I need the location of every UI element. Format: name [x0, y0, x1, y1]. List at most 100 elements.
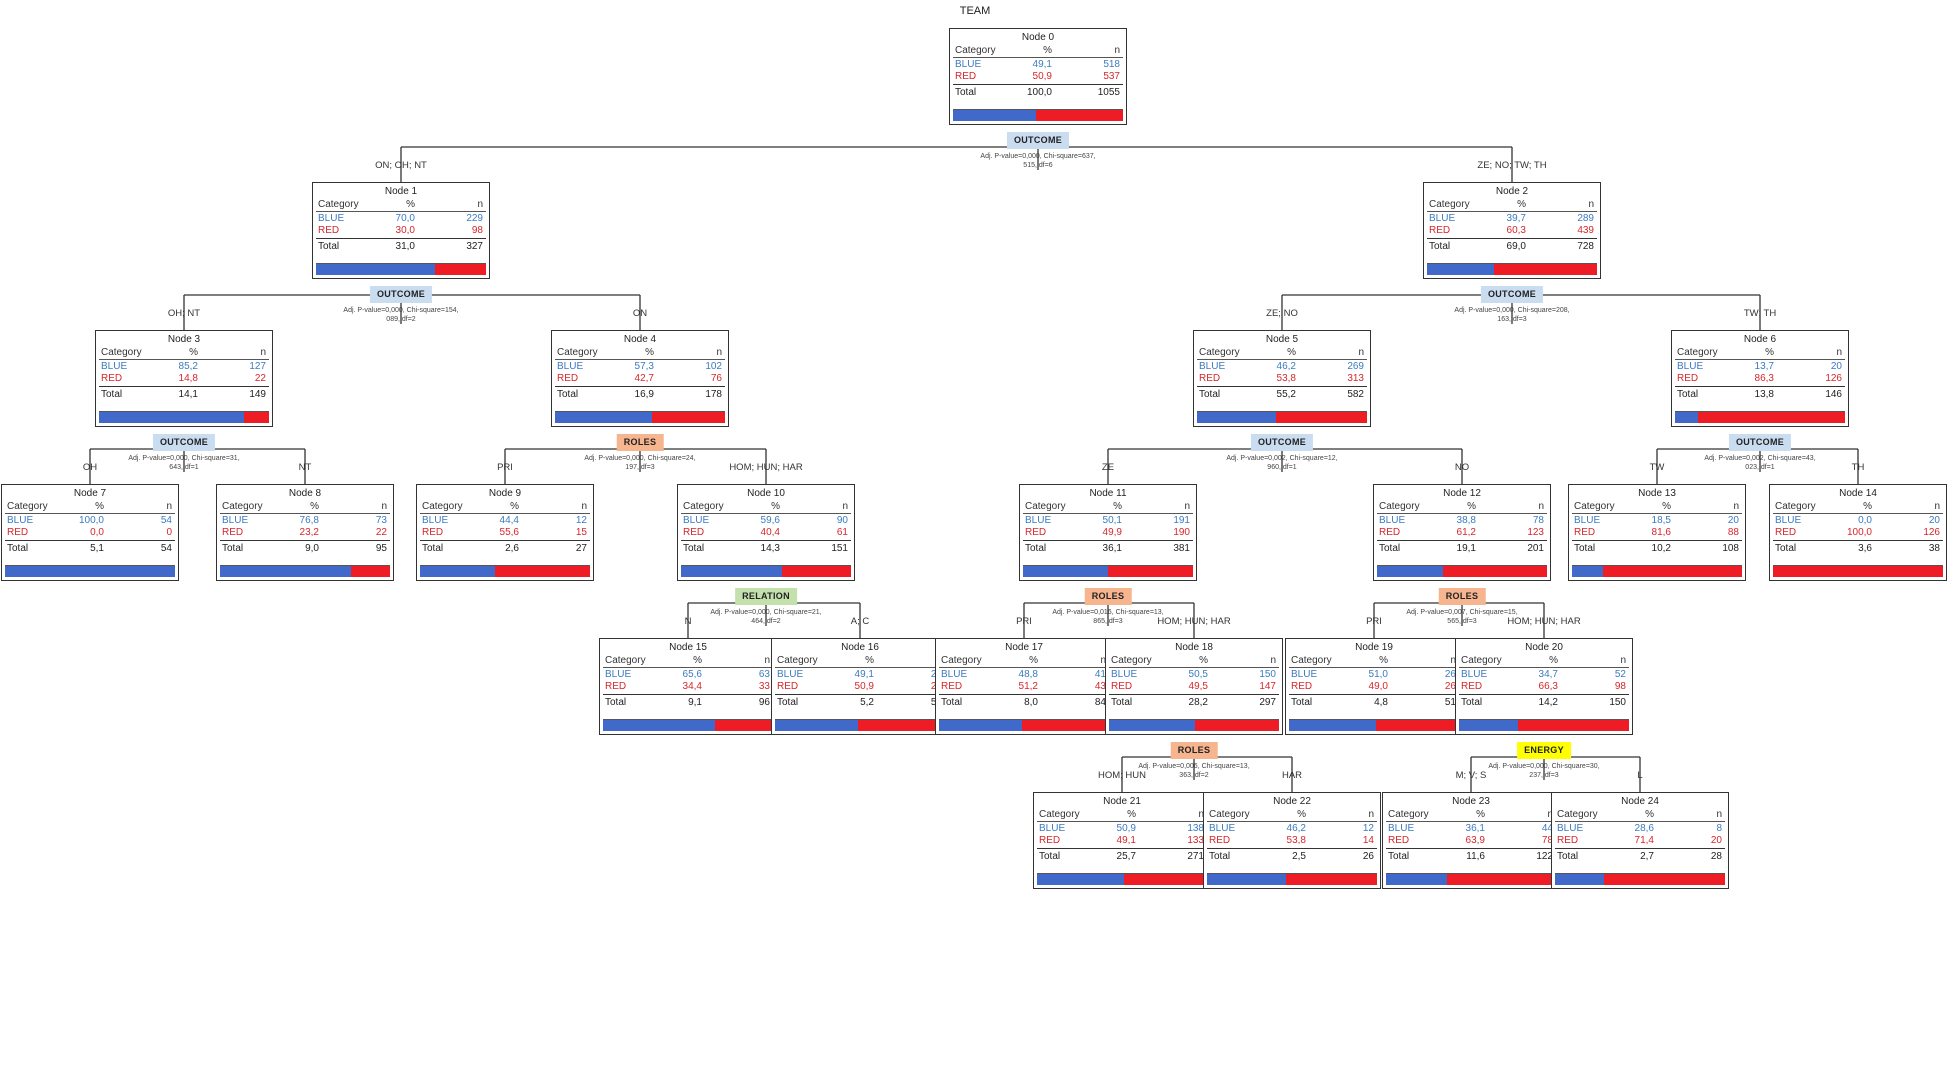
red-percent: 49,0 [1368, 681, 1388, 692]
total-label: Total [7, 543, 29, 554]
blue-percent: 57,3 [634, 361, 654, 372]
blue-share-bar [1037, 874, 1124, 885]
blue-percent: 28,6 [1634, 823, 1654, 834]
blue-share-bar [1555, 874, 1604, 885]
red-percent: 55,6 [499, 527, 519, 538]
header-percent: % [1645, 809, 1654, 820]
total-rule [5, 540, 175, 541]
header-category: Category [683, 501, 724, 512]
tree-node-16: Node 16Category%nBLUE49,127RED50,928Tota… [771, 638, 949, 735]
red-count: 22 [254, 373, 266, 384]
header-rule [220, 513, 390, 514]
proportion-bar [1773, 565, 1943, 577]
header-n: n [1733, 501, 1739, 512]
blue-share-bar [681, 566, 783, 577]
total-label: Total [1291, 697, 1313, 708]
total-rule [1023, 540, 1193, 541]
blue-share-bar [1207, 874, 1286, 885]
edge-label: N [684, 616, 692, 627]
blue-category-label: BLUE [1775, 515, 1802, 526]
blue-percent: 44,4 [499, 515, 519, 526]
total-count: 151 [831, 543, 848, 554]
red-count: 43 [1094, 681, 1106, 692]
blue-percent: 50,1 [1102, 515, 1122, 526]
header-rule [1037, 821, 1207, 822]
total-label: Total [1111, 697, 1133, 708]
total-label: Total [1388, 851, 1410, 862]
total-label: Total [683, 543, 705, 554]
red-percent: 34,4 [682, 681, 702, 692]
total-label: Total [1677, 389, 1699, 400]
total-count: 728 [1577, 241, 1594, 252]
total-count: 54 [160, 543, 172, 554]
node-title: Node 12 [1443, 488, 1481, 499]
blue-percent: 18,5 [1651, 515, 1671, 526]
blue-share-bar [1023, 566, 1109, 577]
total-count: 582 [1347, 389, 1364, 400]
header-category: Category [1379, 501, 1420, 512]
header-percent: % [1029, 655, 1038, 666]
total-rule [1773, 540, 1943, 541]
split-stat-line: Adj. P-value=0,002, Chi-square=12, [1226, 455, 1338, 462]
header-percent: % [510, 501, 519, 512]
red-percent: 30,0 [395, 225, 415, 236]
total-rule [1427, 238, 1597, 239]
blue-share-bar [316, 264, 435, 275]
header-rule [775, 667, 945, 668]
total-label: Total [1574, 543, 1596, 554]
total-percent: 19,1 [1456, 543, 1476, 554]
red-percent: 81,6 [1651, 527, 1671, 538]
header-n: n [1934, 501, 1940, 512]
total-rule [1377, 540, 1547, 541]
header-n: n [1184, 501, 1190, 512]
blue-percent: 50,5 [1188, 669, 1208, 680]
header-n: n [1358, 347, 1364, 358]
total-percent: 14,2 [1538, 697, 1558, 708]
blue-count: 289 [1577, 213, 1594, 224]
header-percent: % [1863, 501, 1872, 512]
header-n: n [1114, 45, 1120, 56]
blue-category-label: BLUE [422, 515, 449, 526]
total-percent: 25,7 [1116, 851, 1136, 862]
total-count: 95 [375, 543, 387, 554]
blue-category-label: BLUE [941, 669, 968, 680]
blue-share-bar [1675, 412, 1699, 423]
total-rule [1197, 386, 1367, 387]
red-count: 133 [1187, 835, 1204, 846]
red-share-bar [1603, 874, 1725, 885]
split-stat-line: 237, df=3 [1529, 772, 1559, 779]
blue-percent: 76,8 [299, 515, 319, 526]
header-n: n [764, 655, 770, 666]
red-share-bar [1108, 566, 1193, 577]
blue-share-bar [939, 720, 1022, 731]
header-percent: % [1662, 501, 1671, 512]
total-percent: 9,0 [305, 543, 319, 554]
header-n: n [1588, 199, 1594, 210]
red-share-bar [652, 412, 725, 423]
node-title: Node 13 [1638, 488, 1676, 499]
split-variable-badge: ENERGY [1517, 742, 1571, 759]
header-percent: % [865, 655, 874, 666]
proportion-bar [555, 411, 725, 423]
red-percent: 51,2 [1018, 681, 1038, 692]
total-count: 38 [1928, 543, 1940, 554]
total-rule [603, 694, 773, 695]
header-category: Category [422, 501, 463, 512]
red-share-bar [1517, 720, 1629, 731]
proportion-bar [953, 109, 1123, 121]
header-rule [1197, 359, 1367, 360]
total-count: 51 [1444, 697, 1456, 708]
header-rule [939, 667, 1109, 668]
header-category: Category [1209, 809, 1250, 820]
red-category-label: RED [1557, 835, 1579, 846]
split-stat-line: 363, df=2 [1179, 772, 1209, 779]
proportion-bar [1459, 719, 1629, 731]
header-category: Category [1025, 501, 1066, 512]
total-percent: 4,8 [1374, 697, 1388, 708]
red-category-label: RED [1039, 835, 1061, 846]
node-title: Node 9 [488, 488, 522, 499]
